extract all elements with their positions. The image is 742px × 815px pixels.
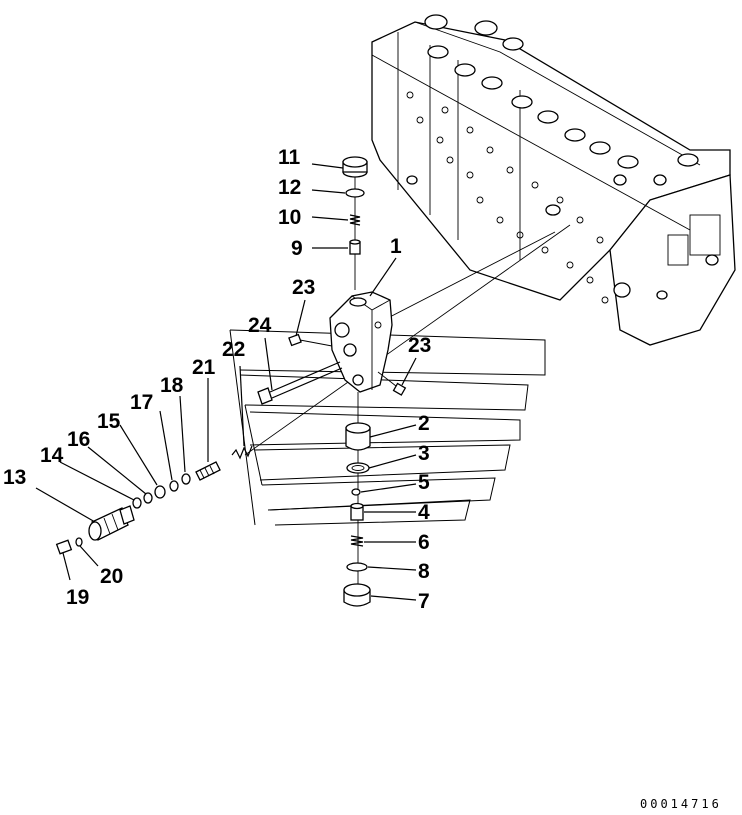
drawing-code: 00014716: [640, 797, 722, 811]
callout-19: 19: [66, 586, 89, 609]
ring-part-18: [181, 473, 191, 485]
callout-24: 24: [248, 314, 272, 337]
piston-part-4: [350, 502, 364, 521]
ring-part-16: [143, 492, 153, 504]
callout-9: 9: [291, 237, 303, 260]
callout-2: 2: [418, 412, 430, 435]
o-ring-part-12: [345, 188, 365, 198]
plug-part-19: [55, 539, 73, 555]
callout-16: 16: [67, 428, 90, 451]
callout-20: 20: [100, 565, 123, 588]
callout-1: 1: [390, 235, 402, 258]
callout-13: 13: [3, 466, 26, 489]
bolt-23-lower: [377, 371, 407, 396]
callout-22: 22: [222, 338, 245, 361]
callout-17: 17: [130, 391, 153, 414]
screw-part-21: [195, 461, 221, 481]
poppet-part-9: [349, 239, 361, 255]
bolt-part-24: [257, 361, 343, 405]
ring-part-17: [169, 480, 179, 492]
callout-4: 4: [418, 501, 430, 524]
leader-lines: [35, 163, 417, 601]
small-rings: [132, 473, 191, 509]
ring-part-14: [132, 497, 142, 509]
ball-part-5: [351, 488, 361, 496]
callout-18: 18: [160, 374, 184, 397]
ghost-outline: [229, 329, 546, 526]
callout-12: 12: [278, 176, 301, 199]
bolts-part-23: [288, 333, 407, 396]
valve-part-2: [345, 422, 371, 451]
callout-23-upper: 23: [292, 276, 315, 299]
callout-21: 21: [192, 356, 216, 379]
callout-labels: 1 2 3 4 5 6 7 8 9 10 11 12 13 14 15 16 1…: [3, 146, 431, 613]
callout-6: 6: [418, 531, 430, 554]
callout-23-lower: 23: [408, 334, 431, 357]
o-ring-part-20: [75, 537, 83, 547]
callout-7: 7: [418, 590, 430, 613]
callout-8: 8: [418, 560, 430, 583]
callout-10: 10: [278, 206, 301, 229]
o-ring-part-8: [346, 562, 368, 572]
spring-part-10: [349, 214, 361, 226]
sub-valve-block-part-1: [329, 291, 393, 393]
ring-part-15: [154, 485, 166, 499]
plug-part-7: [343, 583, 371, 607]
callout-15: 15: [97, 410, 121, 433]
spring-part-6: [350, 535, 364, 547]
callout-5: 5: [418, 471, 430, 494]
callout-11: 11: [278, 146, 301, 169]
bolt-23-upper: [288, 333, 333, 347]
guide-lines: [244, 224, 571, 456]
spring-part-22: [231, 445, 253, 460]
seat-part-3: [346, 462, 370, 474]
upper-stack: [342, 156, 368, 290]
parts-19-20: [55, 537, 83, 555]
plug-part-13: [88, 505, 135, 541]
callout-3: 3: [418, 442, 430, 465]
lower-stack: [343, 392, 371, 607]
main-valve-body: [371, 14, 736, 346]
plug-part-11: [342, 156, 368, 178]
callout-14: 14: [40, 444, 64, 467]
